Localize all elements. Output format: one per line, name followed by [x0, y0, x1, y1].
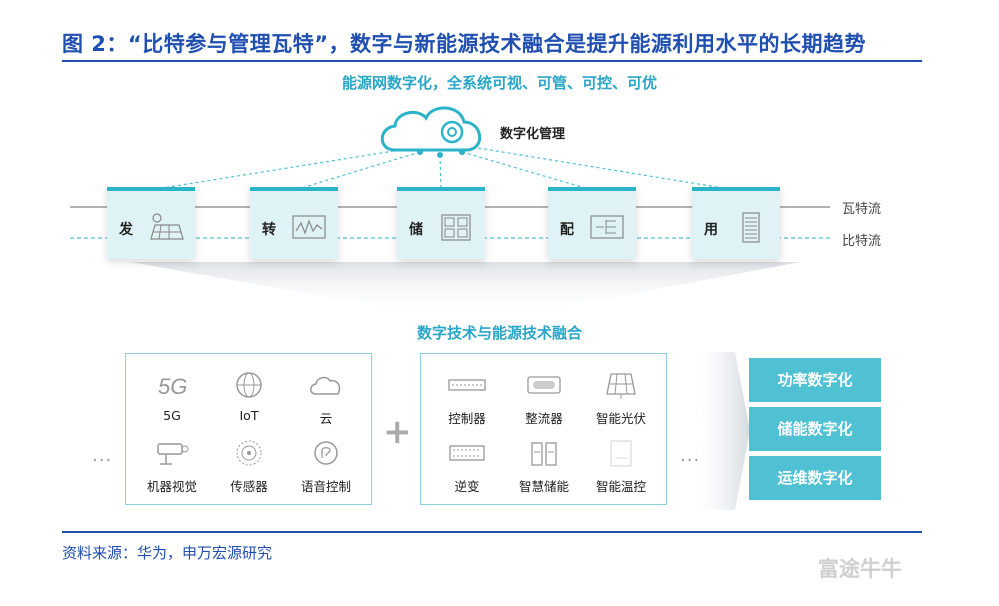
thermostat-icon: [610, 440, 632, 467]
outcome-power-digitalization: 功率数字化: [749, 358, 881, 402]
source-note: 资料来源：华为，申万宏源研究: [62, 544, 273, 562]
rectifier-icon: [527, 376, 561, 394]
tech-item: 云: [286, 370, 366, 427]
energy-tech-panel: 控制器 整流器 智能光伏 逆变 智慧储能 智能温控: [420, 353, 667, 505]
tech-item: 智能光伏: [581, 370, 661, 427]
cloud-icon: [380, 106, 481, 158]
storage-icon: [531, 442, 557, 466]
voice-icon: [314, 441, 338, 465]
solar-panel-icon: [150, 213, 184, 240]
tech-item: 语音控制: [286, 438, 366, 495]
sensor-icon: [236, 440, 262, 466]
convergence-funnel: [130, 262, 800, 315]
cloud-links: [149, 147, 736, 191]
node-label: 转: [262, 222, 276, 238]
cloud-icon: [310, 376, 341, 395]
watermark: 富途牛牛: [818, 557, 902, 581]
outcome-storage-digitalization: 储能数字化: [749, 407, 881, 451]
tech-item: 控制器: [427, 370, 507, 427]
tech-item: 逆变: [427, 438, 507, 495]
bit-flow-label: 比特流: [842, 234, 882, 249]
right-ellipsis: ···: [680, 450, 701, 471]
outcome-om-digitalization: 运维数字化: [749, 456, 881, 500]
node-label: 储: [409, 222, 423, 238]
tech-item: 5G 5G: [132, 370, 212, 423]
node-label: 用: [704, 222, 718, 238]
cloud-label: 数字化管理: [500, 127, 566, 142]
source-divider: [62, 531, 922, 533]
tech-item: 整流器: [504, 370, 584, 427]
battery-cabinet-icon: [441, 214, 471, 241]
node-conversion: 转: [250, 187, 338, 259]
waveform-icon: [292, 215, 326, 239]
globe-icon: [236, 372, 262, 398]
tech-item: 传感器: [209, 438, 289, 495]
fusion-title: 数字技术与能源技术融合: [416, 324, 582, 342]
node-distribution: 配: [548, 187, 636, 259]
node-consumption: 用: [692, 187, 780, 259]
left-ellipsis: ···: [92, 450, 113, 471]
camera-icon: [157, 443, 189, 465]
top-caption: 能源网数字化，全系统可视、可管、可控、可优: [341, 74, 657, 92]
tech-item: IoT: [209, 370, 289, 423]
tech-item: 机器视觉: [132, 438, 212, 495]
controller-icon: [448, 379, 486, 391]
pv-icon: [606, 373, 636, 399]
tech-item: 智能温控: [581, 438, 661, 495]
figure-title: 图 2：“比特参与管理瓦特”，数字与新能源技术融合是提升能源利用水平的长期趋势: [62, 32, 867, 56]
5g-icon: 5G: [158, 374, 187, 399]
node-storage: 储: [397, 187, 485, 259]
node-label: 配: [560, 222, 574, 238]
outcome-arrow: [690, 352, 750, 510]
digital-tech-panel: 5G 5G IoT 云 机器视觉 传感器 语音控制: [125, 353, 372, 505]
node-label: 发: [119, 222, 133, 238]
gear-icon: [440, 120, 464, 144]
title-divider: [62, 60, 922, 62]
watt-flow-label: 瓦特流: [842, 202, 882, 217]
tech-item: 智慧储能: [504, 438, 584, 495]
node-generation: 发: [107, 187, 195, 259]
plus-sign: +: [383, 412, 412, 452]
svg-text:5G: 5G: [158, 374, 187, 399]
server-rack-icon: [742, 212, 760, 243]
inverter-icon: [449, 445, 485, 461]
distribution-icon: [590, 215, 624, 239]
